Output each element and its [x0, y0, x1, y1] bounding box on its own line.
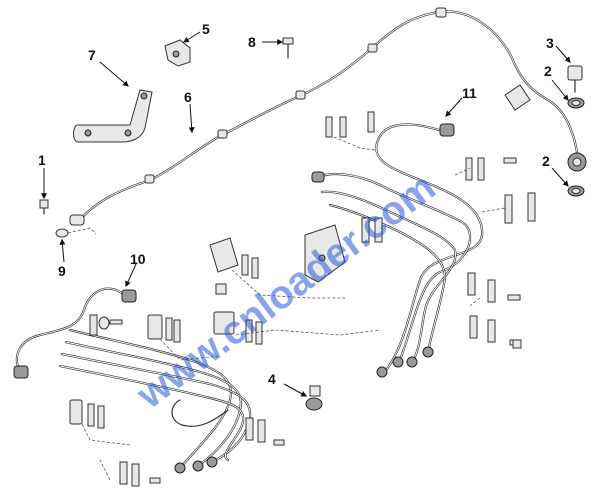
- callout-1: 1: [38, 152, 46, 168]
- callout-5: 5: [202, 21, 210, 37]
- injector-pipe-bundle-right: [311, 123, 484, 378]
- watermark: www.cnloader.com: [128, 165, 443, 418]
- bolt: [282, 37, 294, 59]
- pipe-clamps-right: [325, 111, 536, 346]
- washer-left: [55, 227, 97, 238]
- callout-9: 9: [58, 263, 66, 279]
- callout-6: 6: [184, 89, 192, 105]
- callout-10: 10: [130, 251, 146, 267]
- fitting: [305, 385, 323, 411]
- bracket: [73, 89, 153, 143]
- callout-7: 7: [88, 47, 96, 63]
- bolt-lower-right: [512, 339, 522, 349]
- callout-2-bottom: 2: [542, 153, 550, 169]
- callout-8: 8: [248, 34, 256, 50]
- callout-labels: 1 2 2 3 4 5 6 7 8 9 10 11: [38, 21, 554, 387]
- return-fuel-line: [69, 7, 580, 226]
- bolt-left: [39, 199, 49, 215]
- callout-11: 11: [462, 85, 477, 101]
- callout-2-top: 2: [544, 63, 552, 79]
- pipe-clamps-left: [69, 314, 285, 487]
- banjo-fitting-top: [567, 65, 585, 109]
- center-brackets: [209, 224, 381, 345]
- callout-leaders: [41, 31, 571, 397]
- banjo-fitting-bottom: [567, 152, 587, 197]
- injector-pipe-bundle-left: [13, 287, 252, 474]
- callout-4: 4: [268, 371, 276, 387]
- callout-3: 3: [546, 35, 554, 51]
